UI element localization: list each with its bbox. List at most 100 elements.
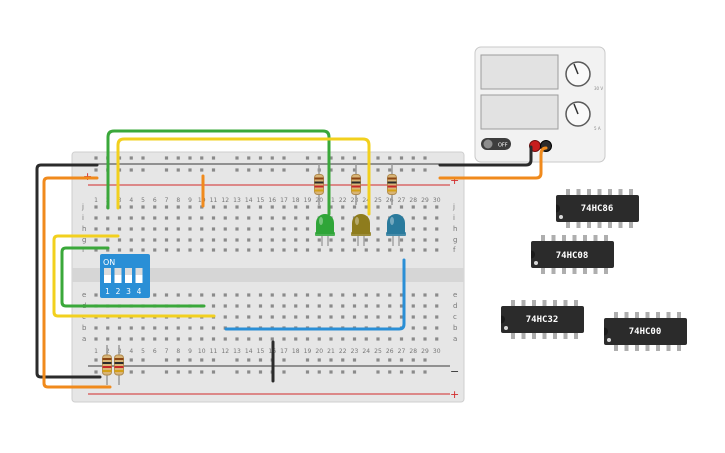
rail-hole[interactable]	[399, 156, 404, 160]
breadboard-hole[interactable]	[176, 216, 180, 220]
breadboard-hole[interactable]	[270, 293, 274, 297]
rail-hole[interactable]	[329, 370, 333, 374]
breadboard-hole[interactable]	[211, 248, 216, 252]
breadboard-hole[interactable]	[423, 238, 427, 242]
breadboard-hole[interactable]	[164, 248, 169, 252]
resistor-yellow-led[interactable]	[351, 164, 361, 205]
breadboard-holes[interactable]	[94, 156, 439, 374]
breadboard-hole[interactable]	[282, 304, 286, 308]
breadboard-hole[interactable]	[153, 227, 157, 231]
breadboard-hole[interactable]	[317, 205, 321, 209]
breadboard-hole[interactable]	[352, 205, 357, 209]
dip-toggle-2[interactable]	[114, 268, 122, 283]
breadboard-hole[interactable]	[364, 293, 368, 297]
breadboard-hole[interactable]	[341, 205, 345, 209]
breadboard-hole[interactable]	[176, 337, 180, 341]
rail-hole[interactable]	[376, 156, 380, 160]
breadboard-hole[interactable]	[282, 315, 286, 319]
rail-hole[interactable]	[176, 370, 180, 374]
breadboard-hole[interactable]	[388, 304, 392, 308]
breadboard-hole[interactable]	[235, 248, 239, 252]
breadboard-hole[interactable]	[423, 315, 427, 319]
breadboard-hole[interactable]	[153, 238, 157, 242]
breadboard-hole[interactable]	[188, 326, 192, 330]
breadboard-hole[interactable]	[317, 293, 321, 297]
breadboard-hole[interactable]	[141, 216, 145, 220]
breadboard-hole[interactable]	[399, 248, 404, 252]
breadboard-hole[interactable]	[411, 326, 415, 330]
breadboard-hole[interactable]	[282, 337, 286, 341]
breadboard-hole[interactable]	[305, 216, 310, 220]
breadboard[interactable]: 1122334455667788991010111112121313141415…	[71, 151, 465, 403]
rail-hole[interactable]	[376, 370, 380, 374]
breadboard-hole[interactable]	[364, 205, 368, 209]
rail-hole[interactable]	[317, 358, 321, 362]
breadboard-hole[interactable]	[188, 248, 192, 252]
breadboard-hole[interactable]	[329, 238, 333, 242]
rail-hole[interactable]	[94, 156, 98, 160]
rail-hole[interactable]	[211, 156, 216, 160]
rail-hole[interactable]	[329, 358, 333, 362]
breadboard-hole[interactable]	[411, 238, 415, 242]
breadboard-hole[interactable]	[294, 248, 298, 252]
breadboard-hole[interactable]	[294, 293, 298, 297]
resistor-pulldown-2[interactable]	[114, 345, 124, 385]
chip-74hc32[interactable]	[501, 300, 584, 339]
breadboard-hole[interactable]	[94, 205, 98, 209]
breadboard-hole[interactable]	[247, 238, 251, 242]
breadboard-hole[interactable]	[141, 238, 145, 242]
breadboard-hole[interactable]	[200, 293, 204, 297]
breadboard-hole[interactable]	[247, 205, 251, 209]
breadboard-hole[interactable]	[164, 205, 169, 209]
breadboard-hole[interactable]	[258, 205, 263, 209]
breadboard-hole[interactable]	[294, 315, 298, 319]
rail-hole[interactable]	[94, 370, 98, 374]
breadboard-hole[interactable]	[164, 337, 169, 341]
breadboard-hole[interactable]	[329, 337, 333, 341]
breadboard-hole[interactable]	[376, 227, 380, 231]
breadboard-hole[interactable]	[223, 293, 227, 297]
rail-hole[interactable]	[129, 358, 133, 362]
breadboard-hole[interactable]	[282, 227, 286, 231]
breadboard-hole[interactable]	[352, 293, 357, 297]
rail-hole[interactable]	[341, 156, 345, 160]
breadboard-hole[interactable]	[317, 337, 321, 341]
breadboard-hole[interactable]	[376, 216, 380, 220]
rail-hole[interactable]	[129, 156, 133, 160]
breadboard-hole[interactable]	[329, 304, 333, 308]
breadboard-hole[interactable]	[270, 248, 274, 252]
rail-hole[interactable]	[141, 168, 145, 172]
rail-hole[interactable]	[423, 156, 427, 160]
breadboard-hole[interactable]	[176, 248, 180, 252]
breadboard-hole[interactable]	[305, 337, 310, 341]
rail-hole[interactable]	[423, 168, 427, 172]
breadboard-hole[interactable]	[200, 205, 204, 209]
breadboard-hole[interactable]	[411, 248, 415, 252]
breadboard-hole[interactable]	[153, 248, 157, 252]
breadboard-hole[interactable]	[235, 293, 239, 297]
breadboard-hole[interactable]	[411, 337, 415, 341]
breadboard-hole[interactable]	[247, 248, 251, 252]
breadboard-hole[interactable]	[141, 227, 145, 231]
breadboard-hole[interactable]	[223, 304, 227, 308]
breadboard-hole[interactable]	[329, 248, 333, 252]
rail-hole[interactable]	[247, 168, 251, 172]
rail-hole[interactable]	[305, 168, 310, 172]
rail-hole[interactable]	[211, 370, 216, 374]
breadboard-hole[interactable]	[294, 304, 298, 308]
breadboard-hole[interactable]	[341, 238, 345, 242]
breadboard-hole[interactable]	[411, 216, 415, 220]
breadboard-hole[interactable]	[411, 315, 415, 319]
breadboard-hole[interactable]	[341, 315, 345, 319]
breadboard-hole[interactable]	[435, 293, 439, 297]
breadboard-hole[interactable]	[247, 304, 251, 308]
breadboard-hole[interactable]	[364, 315, 368, 319]
rail-hole[interactable]	[282, 358, 286, 362]
breadboard-hole[interactable]	[305, 304, 310, 308]
breadboard-hole[interactable]	[176, 326, 180, 330]
wire-green-top[interactable]	[106, 129, 331, 216]
breadboard-hole[interactable]	[282, 216, 286, 220]
